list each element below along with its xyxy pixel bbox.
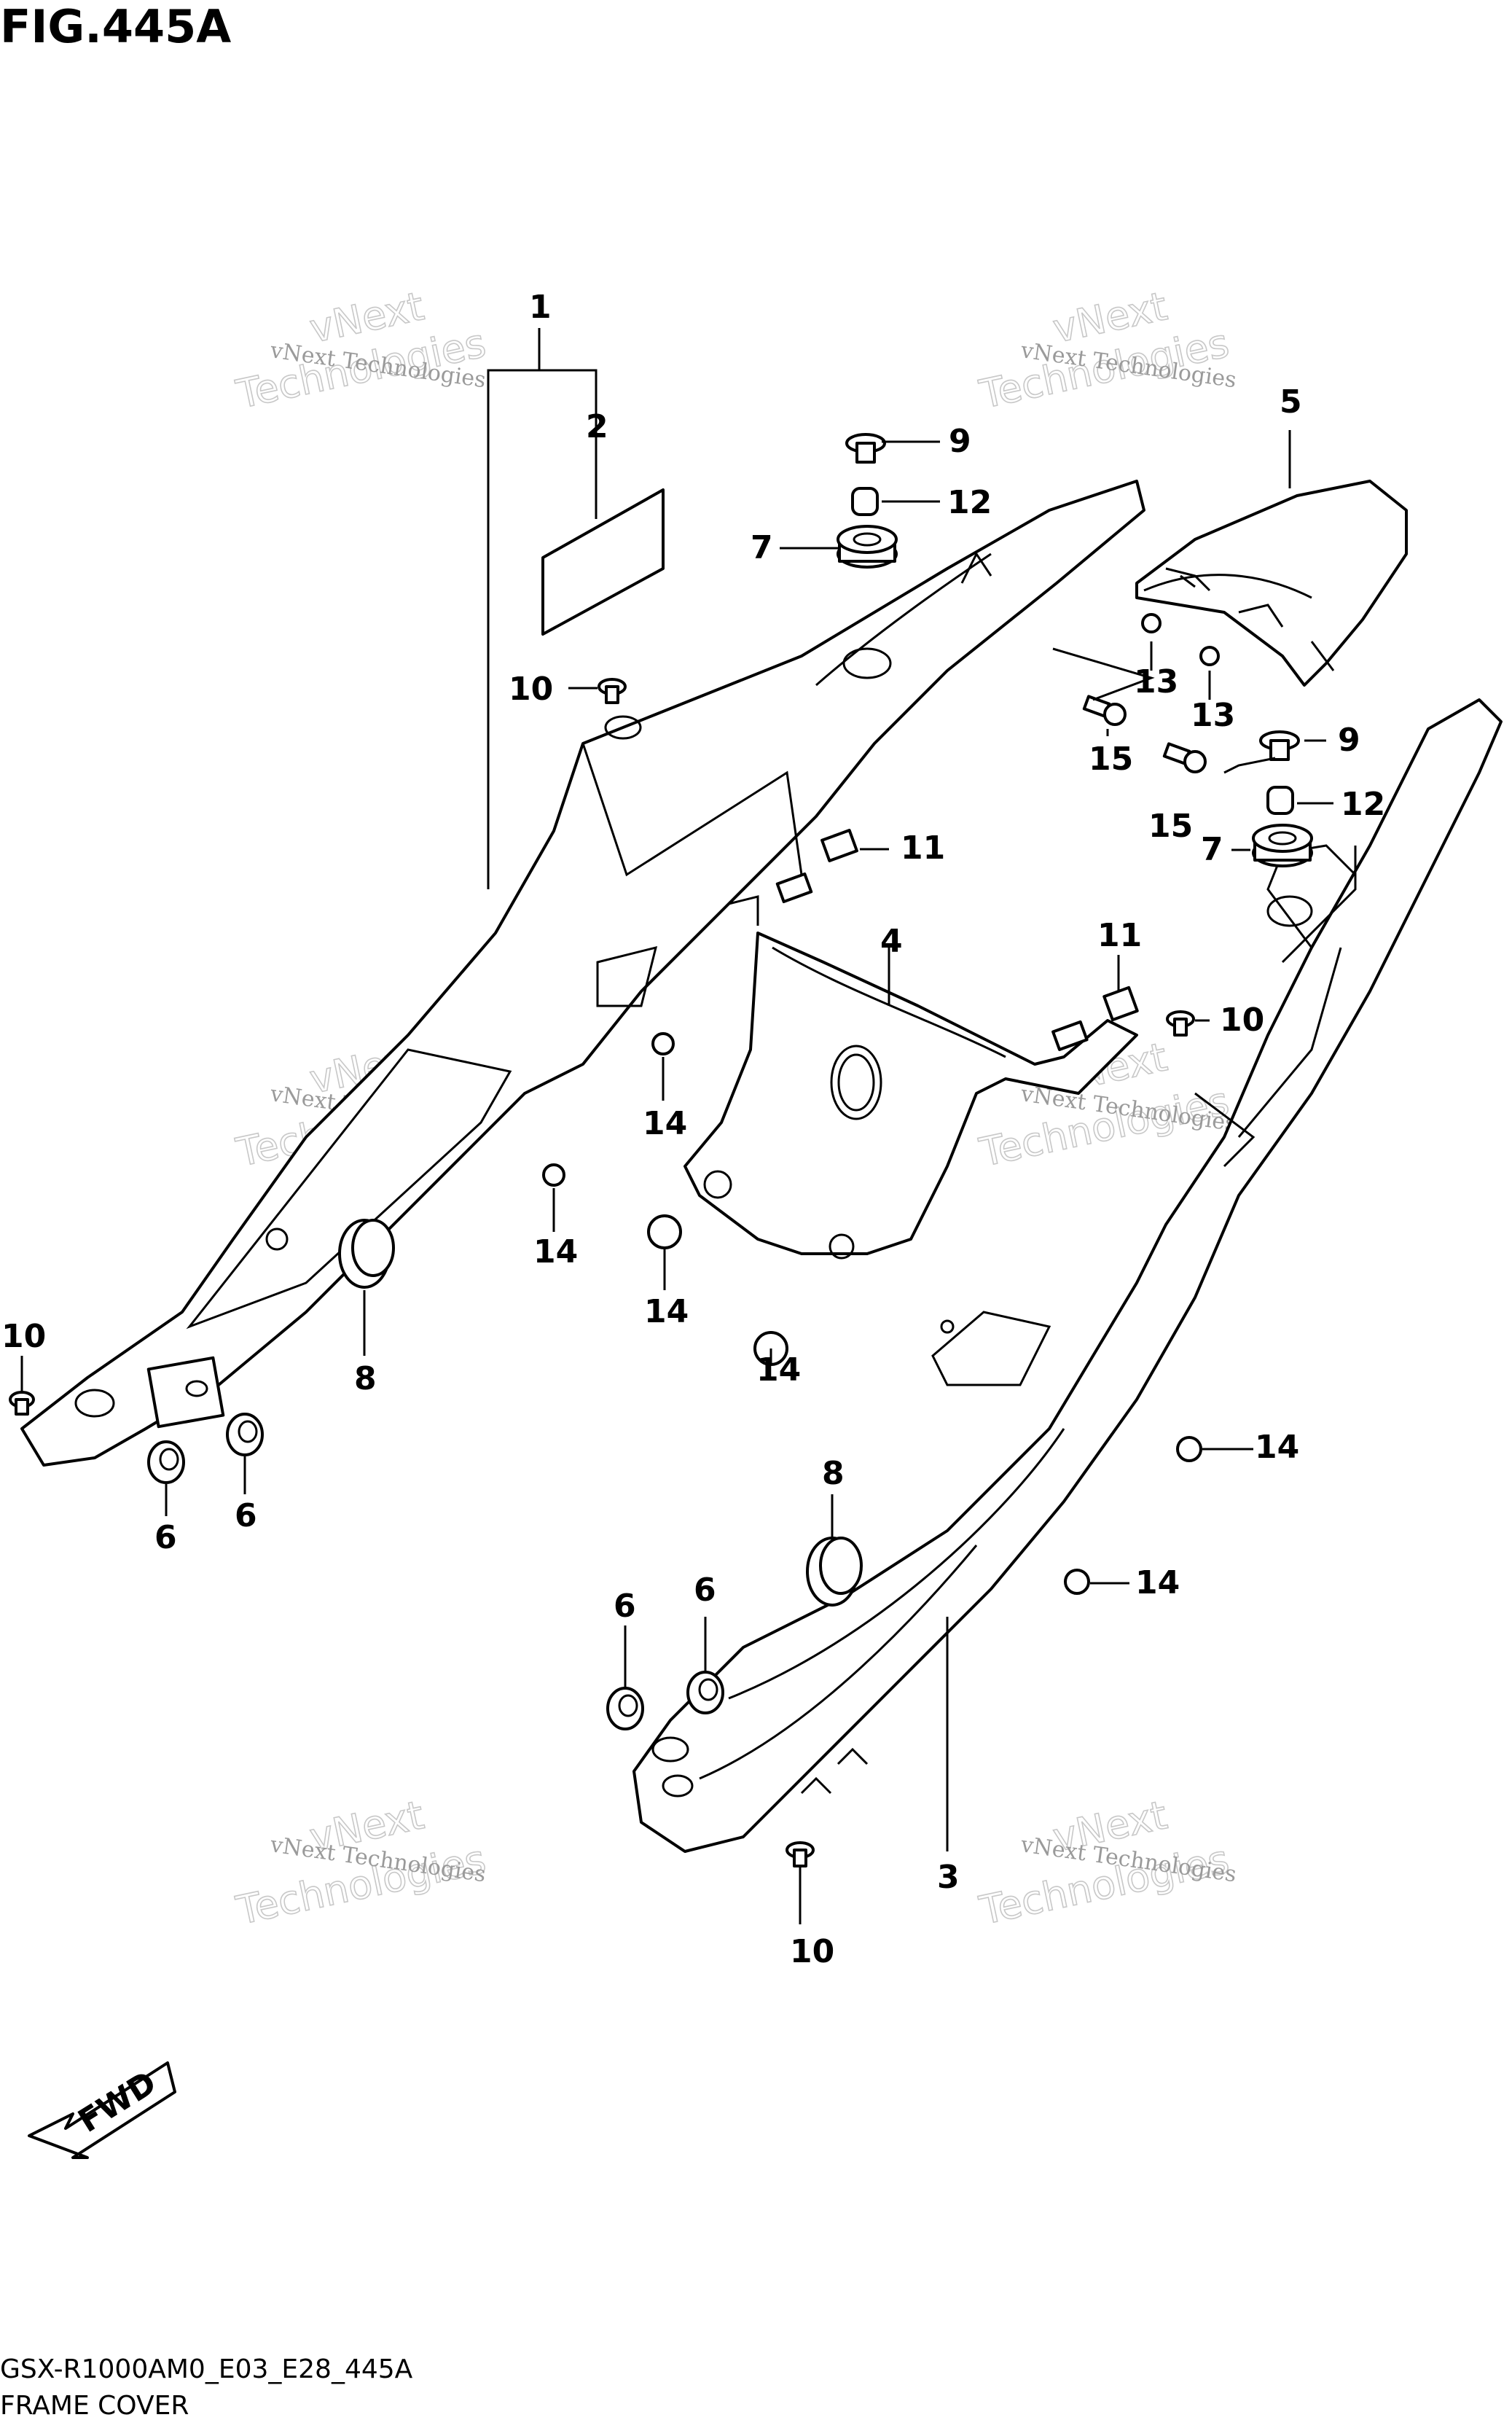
callout-14a: 14 (643, 1105, 687, 1142)
callout-5: 5 (1280, 383, 1302, 421)
part-9-bolt-b (1259, 730, 1300, 761)
part-15-screw-a (1082, 695, 1127, 726)
callout-14f: 14 (1135, 1564, 1180, 1601)
callout-labels: 1 2 3 4 5 6 6 6 6 7 7 8 8 9 9 10 10 10 1… (1, 289, 1385, 1970)
part-13-plug-a (1141, 613, 1162, 633)
part-10-screw-c (9, 1391, 35, 1416)
watermark-top-left: Technologies vNext vNext Technologies (232, 282, 490, 418)
part-12-spacer-b (1266, 786, 1294, 815)
fwd-direction-arrow: FWD (28, 2061, 176, 2159)
part-13-plug-b (1199, 646, 1220, 666)
part-6-cushion-a (147, 1440, 185, 1484)
callout-12a: 12 (947, 484, 992, 521)
callout-1: 1 (529, 289, 552, 326)
small-parts (9, 433, 1313, 1867)
callout-8b: 8 (822, 1455, 845, 1492)
part-14-clip-b (542, 1163, 565, 1187)
callout-11b: 11 (1097, 917, 1142, 954)
part-2-label (541, 488, 665, 636)
callout-15b: 15 (1148, 808, 1193, 845)
leader-lines (20, 328, 1333, 1924)
part-11-nut-b (1102, 985, 1139, 1022)
callout-14d: 14 (756, 1351, 801, 1389)
callout-14b: 14 (533, 1233, 578, 1270)
part-8-damper-a (338, 1219, 395, 1289)
callout-3: 3 (937, 1859, 960, 1896)
watermark-bottom-left: Technologies vNext vNext Technologies (232, 1791, 490, 1934)
part-1-left-frame-cover (20, 480, 1145, 1467)
part-14-clip-a (651, 1032, 675, 1055)
part-14-clip-c (647, 1214, 682, 1249)
callout-2: 2 (586, 408, 608, 445)
part-12-spacer-a (851, 487, 879, 516)
callout-14e: 14 (1255, 1429, 1299, 1466)
part-11-nut-a (820, 829, 858, 862)
callout-9a: 9 (949, 423, 971, 460)
callout-7a: 7 (751, 529, 773, 566)
part-9-bolt-a (845, 433, 886, 464)
part-6-cushion-c (606, 1687, 644, 1730)
watermark-top-right: Technologies vNext vNext Technologies (975, 282, 1238, 418)
part-14-clip-e (1176, 1436, 1202, 1462)
callout-11a: 11 (901, 830, 945, 867)
callout-13a: 13 (1134, 663, 1178, 700)
callout-15a: 15 (1089, 741, 1133, 778)
callout-4: 4 (880, 923, 903, 960)
part-4-tail-panel (683, 872, 1138, 1260)
part-7-grommet-b (1252, 824, 1313, 867)
callout-7b: 7 (1201, 831, 1223, 868)
part-15-screw-b (1162, 742, 1207, 773)
part-3-right-frame-cover (632, 698, 1503, 1853)
callout-10a: 10 (509, 671, 553, 708)
callout-6b: 6 (235, 1497, 257, 1534)
figure-model-code: GSX-R1000AM0_E03_E28_445A (0, 2354, 413, 2384)
callout-10d: 10 (790, 1933, 834, 1970)
callout-6a: 6 (154, 1519, 177, 1556)
callout-8a: 8 (354, 1360, 377, 1397)
part-7-grommet-a (837, 525, 898, 569)
callout-6d: 6 (694, 1572, 716, 1609)
callout-10c: 10 (1, 1318, 46, 1355)
callout-9b: 9 (1338, 722, 1360, 759)
watermark-bottom-right: Technologies vNext vNext Technologies (975, 1791, 1238, 1934)
callout-13b: 13 (1191, 697, 1235, 734)
part-10-screw-d (786, 1841, 815, 1867)
figure-title: FIG.445A (0, 0, 231, 53)
part-8-damper-b (806, 1537, 863, 1607)
figure-name: FRAME COVER (0, 2391, 189, 2420)
part-10-screw-b (1166, 1010, 1195, 1037)
part-6-cushion-d (686, 1671, 724, 1714)
callout-14c: 14 (644, 1293, 689, 1330)
part-14-clip-f (1064, 1569, 1090, 1595)
part-6-cushion-b (226, 1413, 264, 1456)
part-10-screw-a (598, 678, 627, 704)
callout-12b: 12 (1341, 786, 1385, 823)
callout-10b: 10 (1220, 1002, 1264, 1039)
callout-6c: 6 (614, 1588, 636, 1625)
part-5-tail-cowl (1135, 480, 1408, 687)
